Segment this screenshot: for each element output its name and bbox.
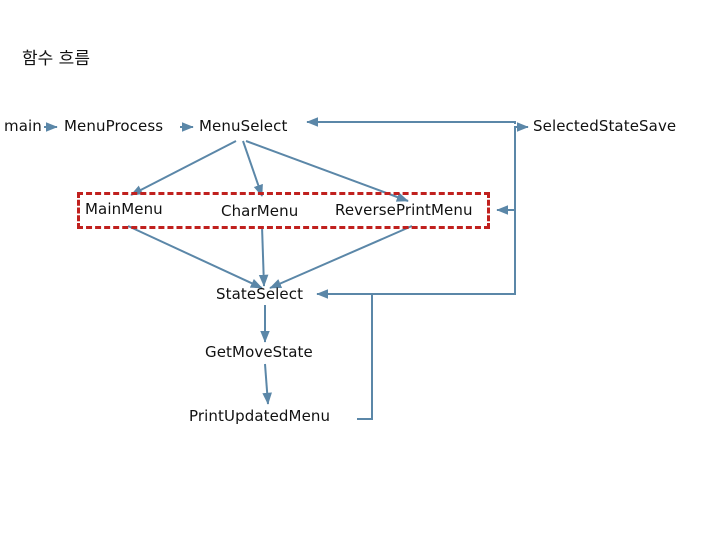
edge-selectedsave-to-menuselect — [306, 117, 516, 127]
edge-menuselect-to-mainmenu — [130, 140, 237, 196]
edge-menuselect-to-reverseprintmenu — [245, 140, 409, 202]
node-state-select[interactable]: StateSelect — [216, 285, 304, 303]
node-reverse-print-menu[interactable]: ReversePrintMenu — [335, 201, 473, 219]
edge-charmenu-to-stateselect — [258, 225, 269, 287]
node-menu-process[interactable]: MenuProcess — [64, 117, 164, 135]
node-print-updated-menu[interactable]: PrintUpdatedMenu — [189, 407, 331, 425]
node-selected-state-save[interactable]: SelectedStateSave — [533, 117, 677, 135]
node-char-menu[interactable]: CharMenu — [221, 202, 299, 220]
edge-reverseprintmenu-to-stateselect — [269, 225, 413, 289]
edge-menuselect-to-charmenu — [242, 140, 263, 197]
page-title: 함수 흐름 — [22, 49, 90, 69]
node-main-menu[interactable]: MainMenu — [85, 200, 163, 218]
edge-mainmenu-to-stateselect — [127, 225, 263, 289]
node-main[interactable]: main — [4, 117, 42, 135]
menu-render-group-highlight — [77, 192, 490, 229]
edge-getmovestate-to-printupdated — [262, 363, 272, 405]
node-get-move-state[interactable]: GetMoveState — [205, 343, 313, 361]
node-menu-select[interactable]: MenuSelect — [199, 117, 288, 135]
edge-printupdated-to-stateselect — [316, 289, 373, 420]
